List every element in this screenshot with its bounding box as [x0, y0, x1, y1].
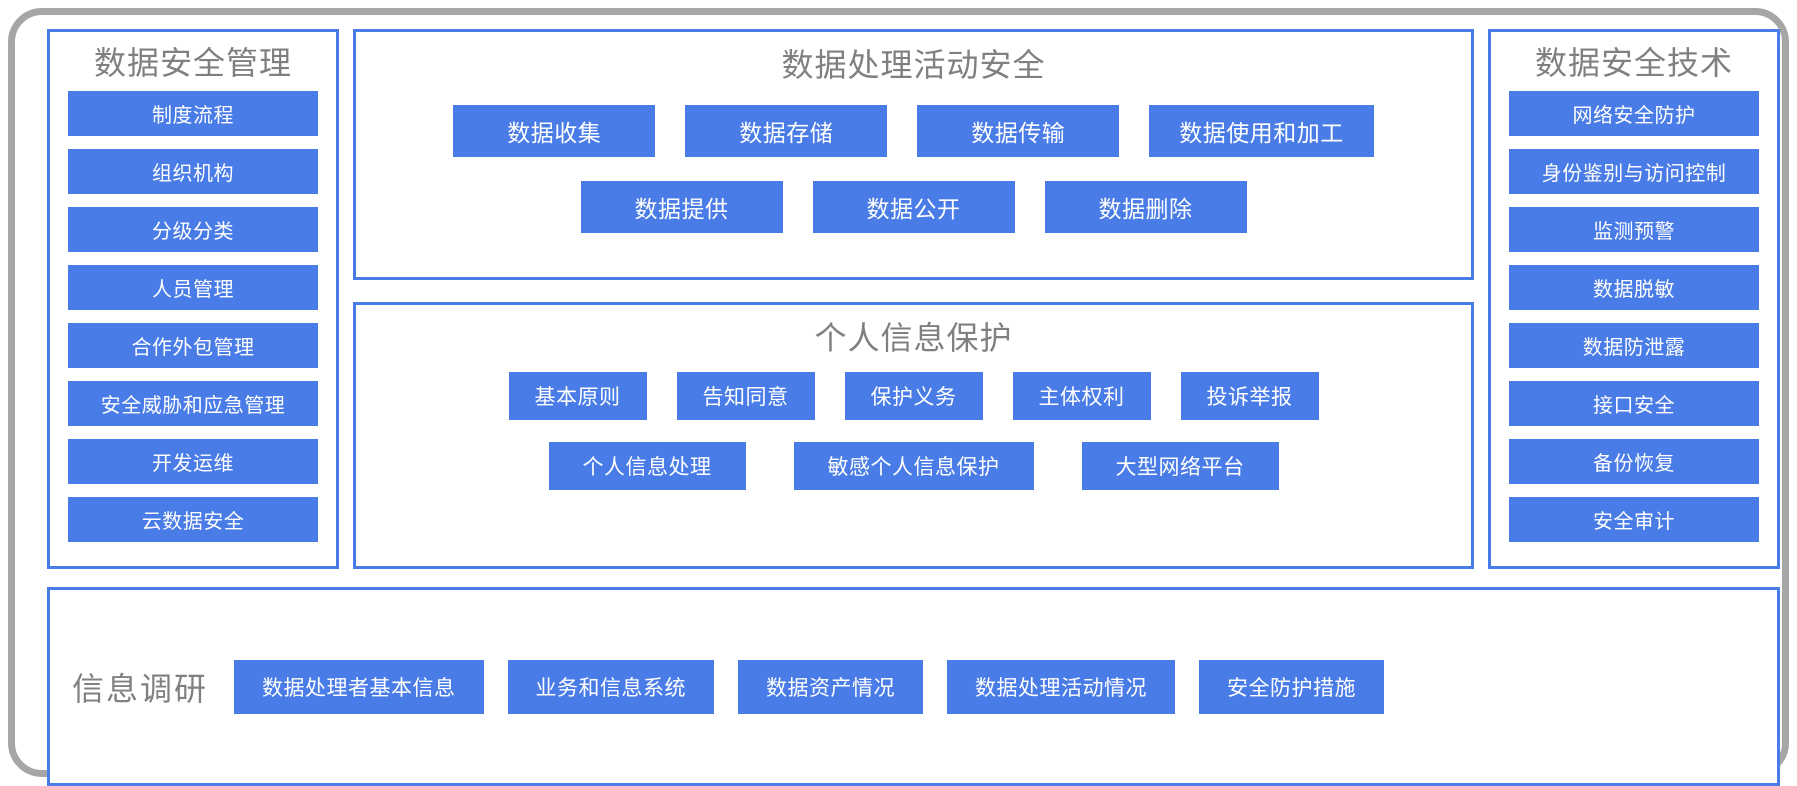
chip-right-1[interactable]: 身份鉴别与访问控制: [1509, 149, 1759, 195]
chip-privacy-4[interactable]: 投诉举报: [1180, 372, 1319, 421]
chip-privacy-3[interactable]: 主体权利: [1012, 372, 1151, 421]
chip-left-0[interactable]: 制度流程: [68, 91, 318, 137]
panel-data-processing-activity-security: 数据处理活动安全 数据收集 数据存储 数据传输 数据使用和加工 数据提供 数据公…: [353, 29, 1474, 280]
activity-row-2: 数据提供 数据公开 数据删除: [380, 181, 1447, 234]
chip-bottom-3[interactable]: 数据处理活动情况: [947, 659, 1176, 714]
panel-title-right: 数据安全技术: [1534, 45, 1733, 81]
chip-left-1[interactable]: 组织机构: [68, 149, 318, 195]
chip-privacy-5[interactable]: 个人信息处理: [548, 442, 746, 491]
chip-privacy-0[interactable]: 基本原则: [508, 372, 647, 421]
panel-information-survey: 信息调研 数据处理者基本信息 业务和信息系统 数据资产情况 数据处理活动情况 安…: [47, 587, 1780, 786]
chip-left-4[interactable]: 合作外包管理: [68, 323, 318, 369]
chip-bottom-4[interactable]: 安全防护措施: [1199, 659, 1385, 714]
chip-privacy-1[interactable]: 告知同意: [676, 372, 815, 421]
panel-data-security-management: 数据安全管理 制度流程 组织机构 分级分类 人员管理 合作外包管理 安全威胁和应…: [47, 29, 339, 569]
bottom-chip-row: 数据处理者基本信息 业务和信息系统 数据资产情况 数据处理活动情况 安全防护措施: [234, 659, 1755, 714]
diagram-content: 数据安全管理 制度流程 组织机构 分级分类 人员管理 合作外包管理 安全威胁和应…: [37, 29, 1790, 786]
privacy-row-2: 个人信息处理 敏感个人信息保护 大型网络平台: [380, 442, 1447, 491]
bottom-bar-label: 信息调研: [72, 670, 209, 707]
chip-bottom-2[interactable]: 数据资产情况: [738, 659, 924, 714]
chip-right-5[interactable]: 接口安全: [1509, 381, 1759, 427]
chip-left-7[interactable]: 云数据安全: [68, 497, 318, 543]
chip-privacy-6[interactable]: 敏感个人信息保护: [793, 442, 1034, 491]
chip-activity-3[interactable]: 数据使用和加工: [1149, 105, 1374, 158]
chip-privacy-7[interactable]: 大型网络平台: [1081, 442, 1279, 491]
chip-bottom-0[interactable]: 数据处理者基本信息: [234, 659, 484, 714]
privacy-row-1: 基本原则 告知同意 保护义务 主体权利 投诉举报: [380, 372, 1447, 421]
panel-title-left: 数据安全管理: [93, 45, 292, 81]
chip-right-6[interactable]: 备份恢复: [1509, 439, 1759, 485]
chip-activity-6[interactable]: 数据删除: [1044, 181, 1247, 234]
chip-left-2[interactable]: 分级分类: [68, 207, 318, 253]
panel-data-security-technology: 数据安全技术 网络安全防护 身份鉴别与访问控制 监测预警 数据脱敏 数据防泄露 …: [1488, 29, 1780, 569]
chip-activity-1[interactable]: 数据存储: [685, 105, 888, 158]
chip-right-4[interactable]: 数据防泄露: [1509, 323, 1759, 369]
chip-privacy-2[interactable]: 保护义务: [844, 372, 983, 421]
bottom-region: 信息调研 数据处理者基本信息 业务和信息系统 数据资产情况 数据处理活动情况 安…: [37, 587, 1790, 786]
panel-title-activity: 数据处理活动安全: [781, 47, 1046, 83]
activity-row-1: 数据收集 数据存储 数据传输 数据使用和加工: [380, 105, 1447, 158]
chip-right-0[interactable]: 网络安全防护: [1509, 91, 1759, 137]
center-column: 数据处理活动安全 数据收集 数据存储 数据传输 数据使用和加工 数据提供 数据公…: [353, 29, 1474, 569]
chip-left-3[interactable]: 人员管理: [68, 265, 318, 311]
chip-activity-2[interactable]: 数据传输: [917, 105, 1120, 158]
chip-right-3[interactable]: 数据脱敏: [1509, 265, 1759, 311]
chip-left-5[interactable]: 安全威胁和应急管理: [68, 381, 318, 427]
panel-personal-information-protection: 个人信息保护 基本原则 告知同意 保护义务 主体权利 投诉举报 个人信息处理 敏…: [353, 302, 1474, 569]
panel-title-privacy: 个人信息保护: [814, 320, 1013, 356]
chip-bottom-1[interactable]: 业务和信息系统: [507, 659, 715, 714]
outer-frame: 数据安全管理 制度流程 组织机构 分级分类 人员管理 合作外包管理 安全威胁和应…: [8, 8, 1789, 786]
chip-activity-5[interactable]: 数据公开: [812, 181, 1015, 234]
chip-activity-0[interactable]: 数据收集: [453, 105, 656, 158]
chip-right-2[interactable]: 监测预警: [1509, 207, 1759, 253]
top-region: 数据安全管理 制度流程 组织机构 分级分类 人员管理 合作外包管理 安全威胁和应…: [37, 29, 1790, 569]
chip-activity-4[interactable]: 数据提供: [580, 181, 783, 234]
chip-right-7[interactable]: 安全审计: [1509, 497, 1759, 543]
chip-left-6[interactable]: 开发运维: [68, 439, 318, 485]
